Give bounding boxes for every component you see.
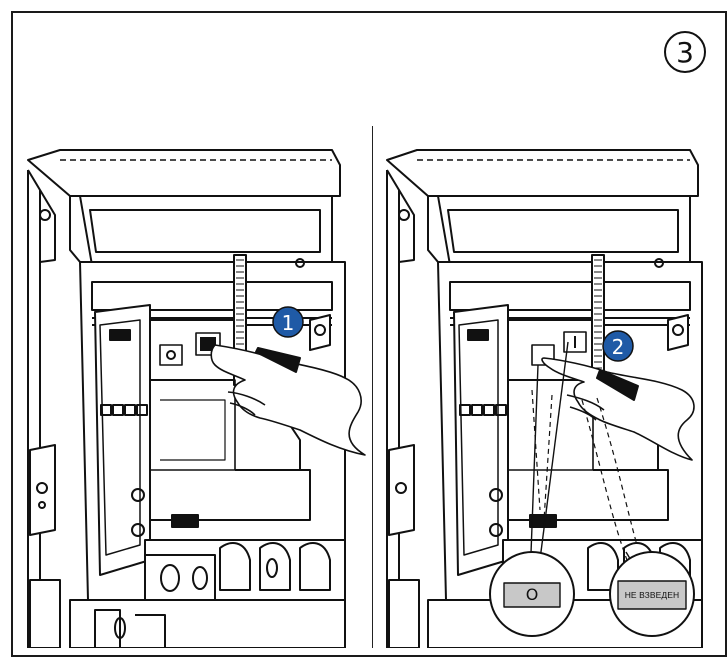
- arrow-icon: [596, 369, 639, 401]
- hand-icon: [541, 357, 695, 461]
- svg-text:1: 1: [282, 311, 295, 335]
- step-number: 3: [676, 35, 694, 69]
- magnifier-icon: [609, 551, 695, 637]
- panel-divider: [372, 126, 373, 648]
- marker-2: 2: [602, 330, 634, 362]
- status-label-text: НЕ ВЗВЕДЕН: [624, 590, 680, 600]
- left-panel-breaker-illustration: 1: [27, 149, 366, 648]
- marker-1: 1: [272, 306, 304, 338]
- magnifier-status-label: НЕ ВЗВЕДЕН: [618, 581, 686, 609]
- hand-icon: [210, 344, 366, 456]
- arrow-icon: [255, 347, 301, 373]
- magnifier-icon: [489, 551, 575, 637]
- magnifier-button-symbol: O: [504, 582, 560, 606]
- svg-text:2: 2: [612, 335, 625, 359]
- right-panel-breaker-illustration: 2: [386, 149, 703, 648]
- button-symbol-text: O: [525, 584, 539, 604]
- step-number-badge: 3: [664, 31, 706, 73]
